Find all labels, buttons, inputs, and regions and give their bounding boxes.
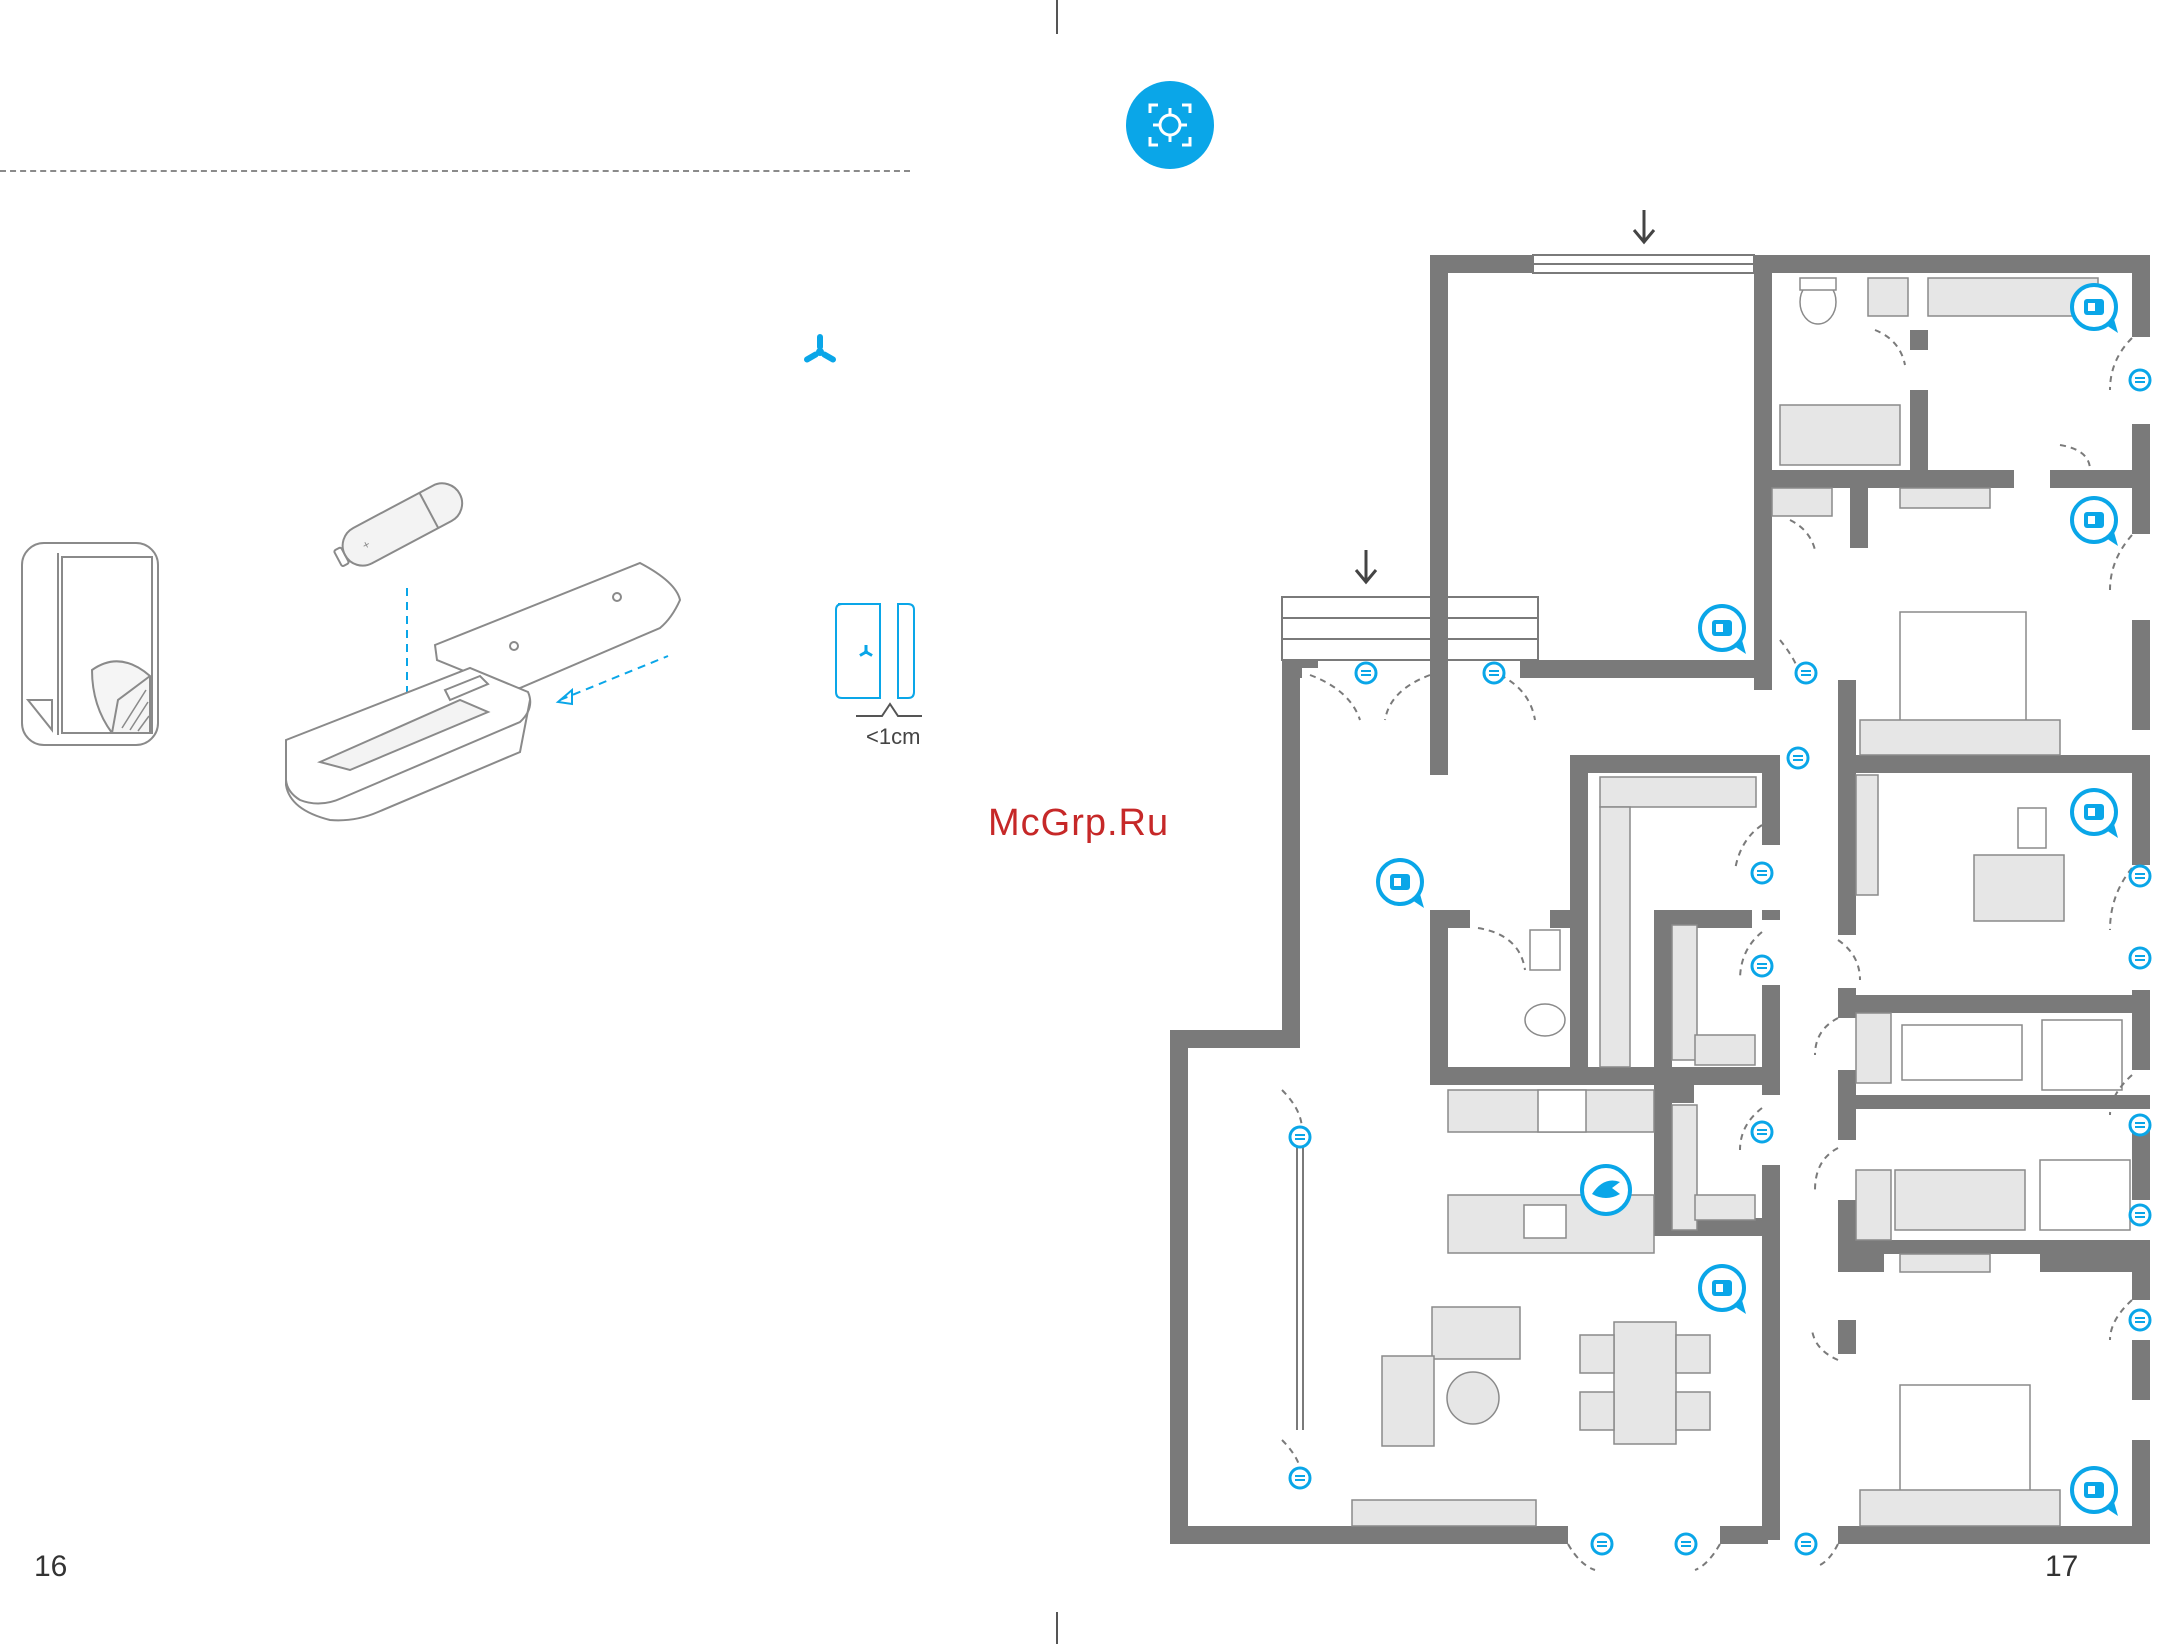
gateway-icon: [1582, 1166, 1630, 1214]
furniture: [1352, 278, 2130, 1526]
